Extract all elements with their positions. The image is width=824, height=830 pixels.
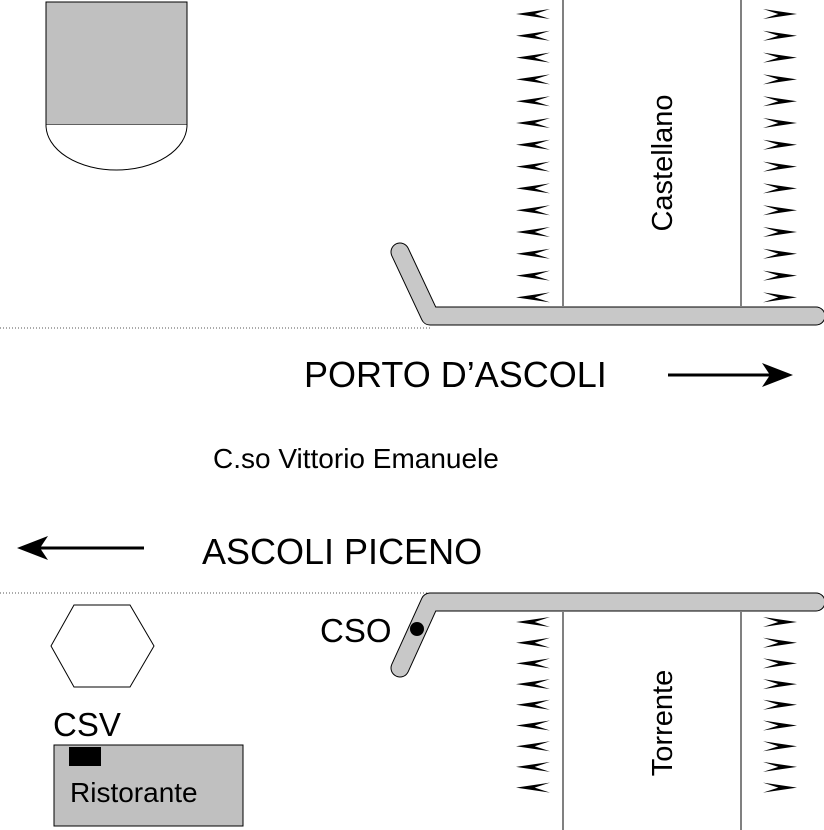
reed-mark xyxy=(763,248,797,259)
reed-mark xyxy=(763,9,797,19)
reed-mark xyxy=(516,741,550,752)
reed-mark xyxy=(516,161,550,172)
building-top-left xyxy=(45,1,188,171)
reed-mark xyxy=(763,699,797,710)
reed-mark xyxy=(516,679,550,690)
reed-mark xyxy=(516,96,550,107)
reed-mark xyxy=(763,205,797,216)
reed-mark xyxy=(516,205,550,216)
csv-label: CSV xyxy=(53,706,121,743)
reed-mark xyxy=(763,183,797,194)
reed-mark xyxy=(516,30,550,41)
reed-mark xyxy=(763,637,797,648)
reed-mark xyxy=(763,118,797,128)
reed-mark xyxy=(763,782,797,793)
reed-mark xyxy=(516,52,550,63)
reed-mark xyxy=(516,139,550,150)
reed-mark xyxy=(763,761,797,772)
cso-point-icon xyxy=(410,622,424,636)
reed-mark xyxy=(763,617,797,627)
reed-mark xyxy=(516,699,550,710)
reed-mark xyxy=(516,248,550,259)
reed-mark xyxy=(516,183,550,194)
reed-mark xyxy=(516,118,550,128)
arrow-right-icon xyxy=(668,363,793,387)
kerb-south xyxy=(390,592,824,678)
reed-mark xyxy=(516,292,550,303)
south-stream-label: Torrente xyxy=(647,670,679,776)
reed-mark xyxy=(763,30,797,41)
reed-mark xyxy=(516,270,550,281)
reed-mark xyxy=(763,720,797,731)
reed-mark xyxy=(763,679,797,690)
reed-mark xyxy=(763,227,797,237)
reed-mark xyxy=(763,741,797,752)
reed-mark xyxy=(763,139,797,150)
north-stream-label: Castellano xyxy=(647,94,679,231)
reed-mark xyxy=(763,74,797,85)
hexagon-structure xyxy=(50,604,155,688)
reed-mark xyxy=(763,292,797,303)
reed-mark xyxy=(763,52,797,63)
reed-mark xyxy=(516,617,550,627)
reed-mark xyxy=(516,9,550,19)
reed-marks xyxy=(516,9,797,793)
reed-mark xyxy=(516,227,550,237)
reed-mark xyxy=(516,720,550,731)
reed-mark xyxy=(763,270,797,281)
kerb-north xyxy=(390,242,824,326)
reed-mark xyxy=(763,658,797,669)
csv-point-icon xyxy=(69,747,101,766)
west-direction-label: ASCOLI PICENO xyxy=(202,531,482,572)
east-direction-label: PORTO D’ASCOLI xyxy=(304,354,607,395)
reed-mark xyxy=(516,637,550,648)
cso-label: CSO xyxy=(320,612,392,649)
road-name-label: C.so Vittorio Emanuele xyxy=(213,443,499,474)
reed-mark xyxy=(516,782,550,793)
restaurant-label: Ristorante xyxy=(70,777,198,808)
reed-mark xyxy=(516,761,550,772)
reed-mark xyxy=(516,658,550,669)
arrow-left-icon xyxy=(17,536,144,560)
reed-mark xyxy=(763,161,797,172)
reed-mark xyxy=(763,96,797,107)
reed-mark xyxy=(516,74,550,85)
